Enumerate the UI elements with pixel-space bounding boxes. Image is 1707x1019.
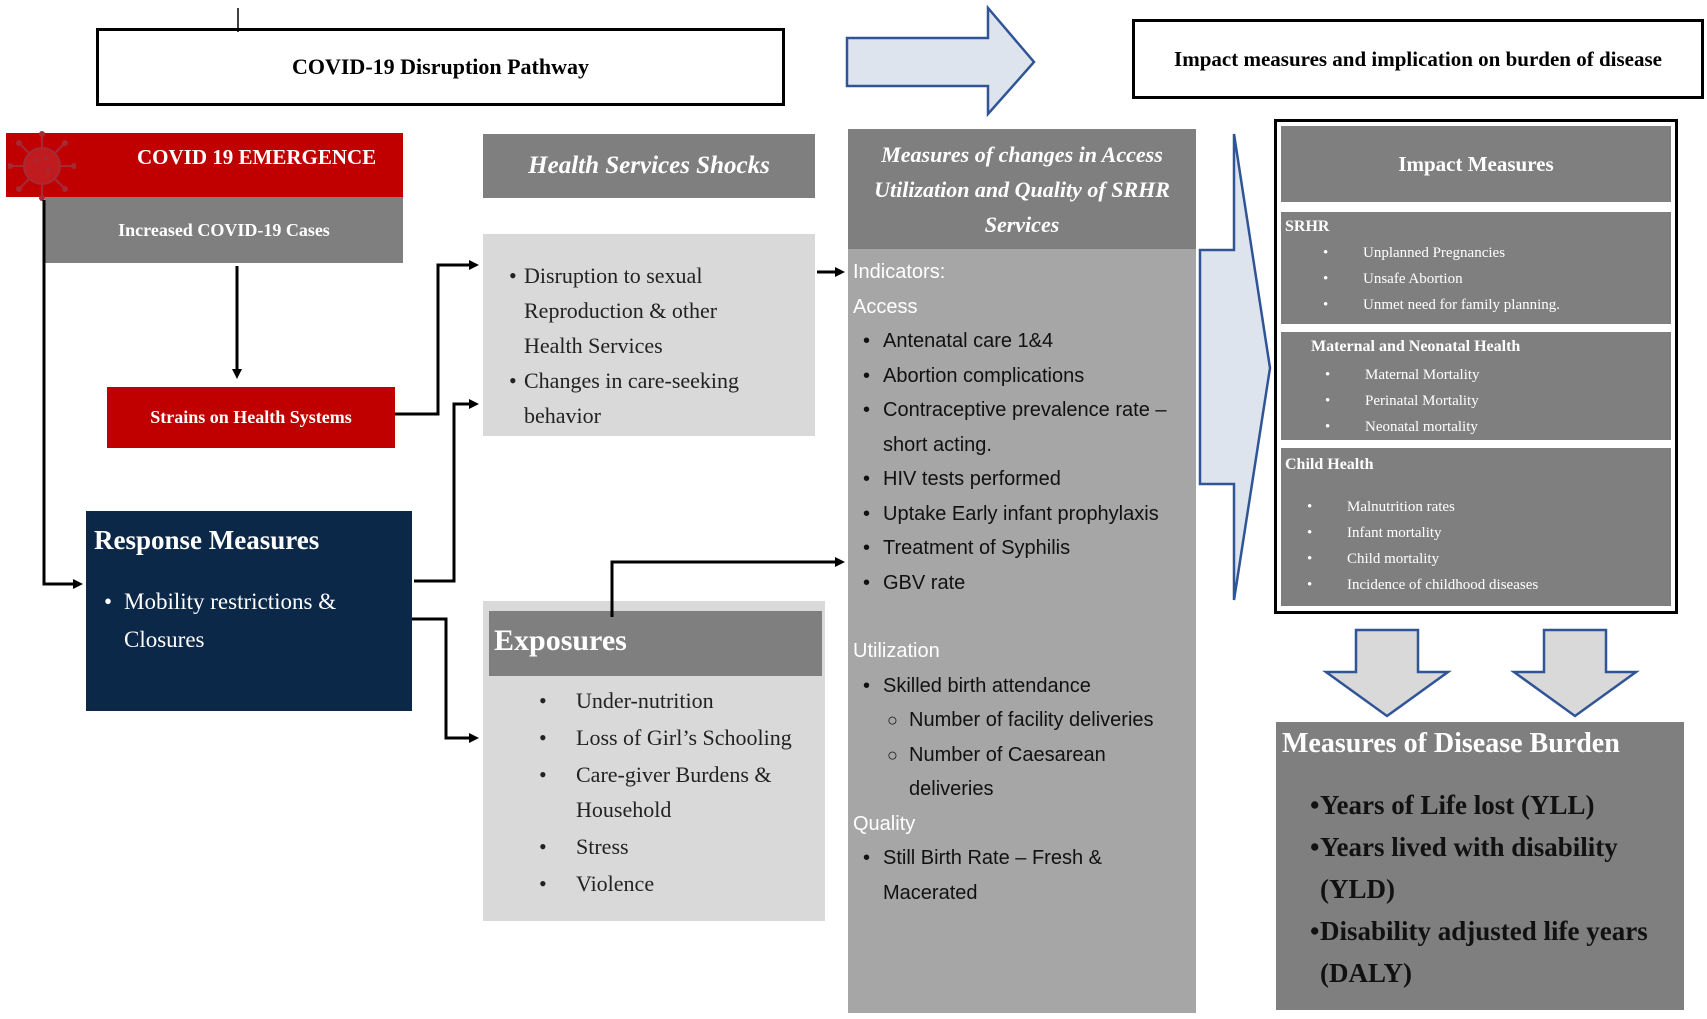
burden-item: Disability adjusted life years (DALY) [1300,910,1680,994]
chevron-block-arrow [1198,133,1272,601]
exposure-item: Care-giver Burdens & Household [529,757,819,827]
impact-title-bar: Impact Measures [1281,126,1671,202]
response-title: Response Measures [94,525,320,555]
access-item: Abortion complications [853,359,1191,394]
srhr-label: SRHR [1285,218,1330,235]
quality-item: Still Birth Rate – Fresh & Macerated [853,841,1191,910]
strains-box: Strains on Health Systems [107,387,395,448]
child-health-list: Malnutrition rates Infant mortality Chil… [1297,494,1667,598]
shocks-list: Disruption to sexual Reproduction & othe… [499,258,769,433]
shocks-title-box: Health Services Shocks [483,134,815,198]
access-content: Indicators: Access Antenatal care 1&4 Ab… [853,255,1191,910]
emergence-title: COVID 19 EMERGENCE [137,145,377,169]
response-to-exposures-arrow [412,617,479,743]
child-health-item: Incidence of childhood diseases [1297,572,1667,598]
utilization-label: Utilization [853,640,940,662]
mnh-item: Maternal Mortality [1315,362,1655,388]
child-health-label: Child Health [1285,456,1374,473]
response-to-shocks-arrow [414,399,479,583]
access-item: Uptake Early infant prophylaxis [853,497,1191,532]
access-list: Antenatal care 1&4 Abortion complication… [853,324,1191,600]
strains-to-shocks-arrow [395,260,479,416]
pathway-header-label: COVID-19 Disruption Pathway [291,54,590,79]
strains-label: Strains on Health Systems [150,407,352,427]
response-measures-box: Response Measures Mobility restrictions … [86,511,412,711]
response-item: Mobility restrictions & Closures [94,583,400,659]
child-health-item: Infant mortality [1297,520,1667,546]
burden-item: Years of Life lost (YLL) [1300,784,1680,826]
srhr-section: SRHR Unplanned Pregnancies Unsafe Aborti… [1281,212,1671,324]
utilization-subitem: Number of facility deliveries [853,703,1191,738]
shocks-title: Health Services Shocks [528,152,770,179]
impact-title: Impact Measures [1398,151,1554,176]
access-label: Access [853,295,918,318]
virus-icon [8,131,76,201]
quality-list: Still Birth Rate – Fresh & Macerated [853,841,1191,910]
exposure-item: Stress [529,829,819,864]
mnh-item: Neonatal mortality [1315,414,1655,440]
mnh-list: Maternal Mortality Perinatal Mortality N… [1315,362,1655,440]
srhr-list: Unplanned Pregnancies Unsafe Abortion Un… [1313,240,1663,318]
access-item: HIV tests performed [853,462,1191,497]
exposure-item: Loss of Girl’s Schooling [529,720,819,755]
exposures-title: Exposures [494,624,627,657]
impact-header-label: Impact measures and implication on burde… [1174,46,1662,71]
disease-burden-box: Measures of Disease Burden Years of Life… [1276,722,1684,1010]
srhr-item: Unplanned Pregnancies [1313,240,1663,266]
burden-list: Years of Life lost (YLL) Years lived wit… [1300,784,1680,994]
srhr-item: Unmet need for family planning. [1313,292,1663,318]
access-item: Treatment of Syphilis [853,531,1191,566]
burden-item: Years lived with disability (YLD) [1300,826,1680,910]
access-measures-box: Measures of changes in Access Utilizatio… [848,129,1196,1013]
access-title: Measures of changes in Access Utilizatio… [874,141,1170,237]
quality-label: Quality [853,812,916,835]
pathway-header: COVID-19 Disruption Pathway [96,28,785,106]
shocks-item: Disruption to sexual Reproduction & othe… [499,258,769,363]
top-right-block-arrow [845,4,1036,118]
exposures-box: Exposures Under-nutrition Loss of Girl’s… [483,601,825,921]
srhr-item: Unsafe Abortion [1313,266,1663,292]
exposures-title-bar: Exposures [489,611,822,676]
exposure-item: Under-nutrition [529,683,819,718]
exposure-item: Violence [529,866,819,901]
child-health-item: Malnutrition rates [1297,494,1667,520]
access-title-bar: Measures of changes in Access Utilizatio… [848,129,1196,249]
utilization-subitem: Number of Caesarean deliveries [853,738,1191,807]
access-item: Contraceptive prevalence rate – short ac… [853,393,1191,462]
mnh-section: Maternal and Neonatal Health Maternal Mo… [1281,332,1671,440]
down-block-arrow-right [1510,628,1640,718]
child-health-section: Child Health Malnutrition rates Infant m… [1281,448,1671,606]
mnh-item: Perinatal Mortality [1315,388,1655,414]
access-item: GBV rate [853,566,1191,601]
child-health-item: Child mortality [1297,546,1667,572]
indicators-label: Indicators: [853,261,946,283]
utilization-item: Skilled birth attendance [853,669,1191,704]
impact-header: Impact measures and implication on burde… [1132,19,1704,99]
down-block-arrow-left [1322,628,1452,718]
response-list: Mobility restrictions & Closures [94,583,400,659]
shocks-item: Changes in care-seeking behavior [499,363,769,433]
access-item: Antenatal care 1&4 [853,324,1191,359]
increased-cases-label: Increased COVID-19 Cases [118,219,330,240]
burden-title: Measures of Disease Burden [1282,728,1620,759]
increased-cases-box: Increased COVID-19 Cases [45,197,403,263]
utilization-list: Skilled birth attendance Number of facil… [853,669,1191,807]
shocks-content-box: Disruption to sexual Reproduction & othe… [483,234,815,436]
impact-measures-box: Impact Measures SRHR Unplanned Pregnanci… [1274,119,1678,614]
exposures-list: Under-nutrition Loss of Girl’s Schooling… [529,683,819,901]
mnh-label: Maternal and Neonatal Health [1311,338,1521,355]
